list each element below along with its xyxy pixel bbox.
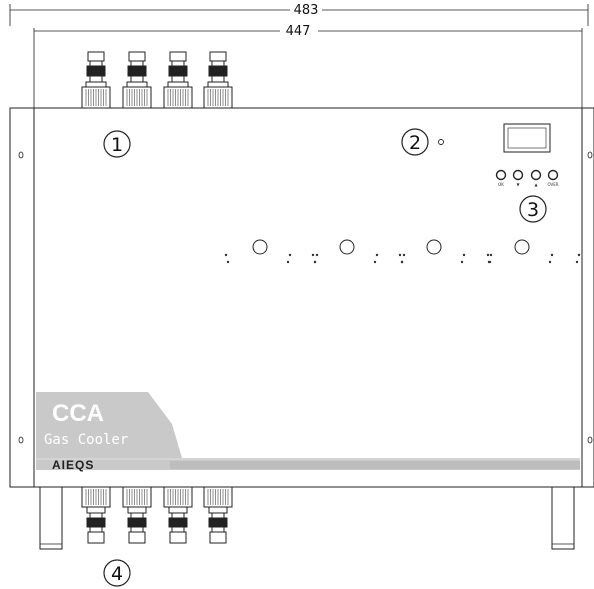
brand-subtitle: Gas Cooler (44, 432, 128, 448)
bottom-fitting (163, 486, 193, 544)
gauge (398, 239, 493, 264)
over-button: OVER (547, 169, 559, 187)
top-fitting (163, 51, 193, 109)
top-fitting (122, 51, 152, 109)
gauge (486, 239, 581, 264)
rack-ear-left (9, 107, 35, 488)
dimension-inner: 447 (33, 23, 583, 108)
front-panel (33, 107, 583, 488)
callout-2: 2 (401, 128, 429, 156)
mount-hole-right-top (587, 151, 593, 159)
up-button: ▲ (530, 169, 542, 187)
foot-right (551, 486, 575, 550)
gauge (224, 239, 319, 264)
gauge-row (224, 239, 581, 264)
brand-logo: AIEQS (52, 458, 94, 472)
mount-hole-left-top (18, 151, 24, 159)
bottom-fitting (203, 486, 233, 544)
down-button-label: ▼ (516, 182, 520, 187)
dimension-inner-label: 447 (286, 24, 311, 39)
brand-model: CCA (52, 400, 104, 427)
bottom-fitting (122, 486, 152, 544)
brand-panel: CCA Gas Cooler AIEQS (36, 392, 580, 472)
dimension-overall-label: 483 (294, 3, 319, 18)
top-fitting (81, 51, 111, 109)
down-button: ▼ (512, 169, 524, 187)
ok-button-label: OK (498, 182, 504, 187)
top-fittings (81, 51, 233, 109)
control-buttons: OK ▼ ▲ OVER (495, 169, 559, 187)
up-button-label: ▲ (534, 182, 538, 187)
callout-2-label: 2 (409, 132, 421, 154)
callout-4-label: 4 (111, 563, 123, 585)
over-button-label: OVER (547, 182, 558, 187)
bottom-fittings (81, 486, 233, 544)
mount-hole-left-bottom (18, 436, 24, 444)
mount-hole-right-bottom (587, 436, 593, 444)
dimension-overall: 483 (9, 2, 589, 26)
gauge (311, 239, 406, 264)
indicator-led (438, 139, 444, 145)
callout-3-label: 3 (527, 199, 539, 221)
display-window (503, 123, 551, 153)
callout-4: 4 (103, 559, 131, 587)
ok-button: OK (495, 169, 507, 187)
callout-3: 3 (519, 195, 547, 223)
foot-left (39, 486, 63, 550)
bottom-fitting (81, 486, 111, 544)
top-fitting (203, 51, 233, 109)
callout-1: 1 (103, 130, 131, 158)
rack-ear-right (581, 107, 594, 488)
callout-1-label: 1 (111, 134, 123, 156)
